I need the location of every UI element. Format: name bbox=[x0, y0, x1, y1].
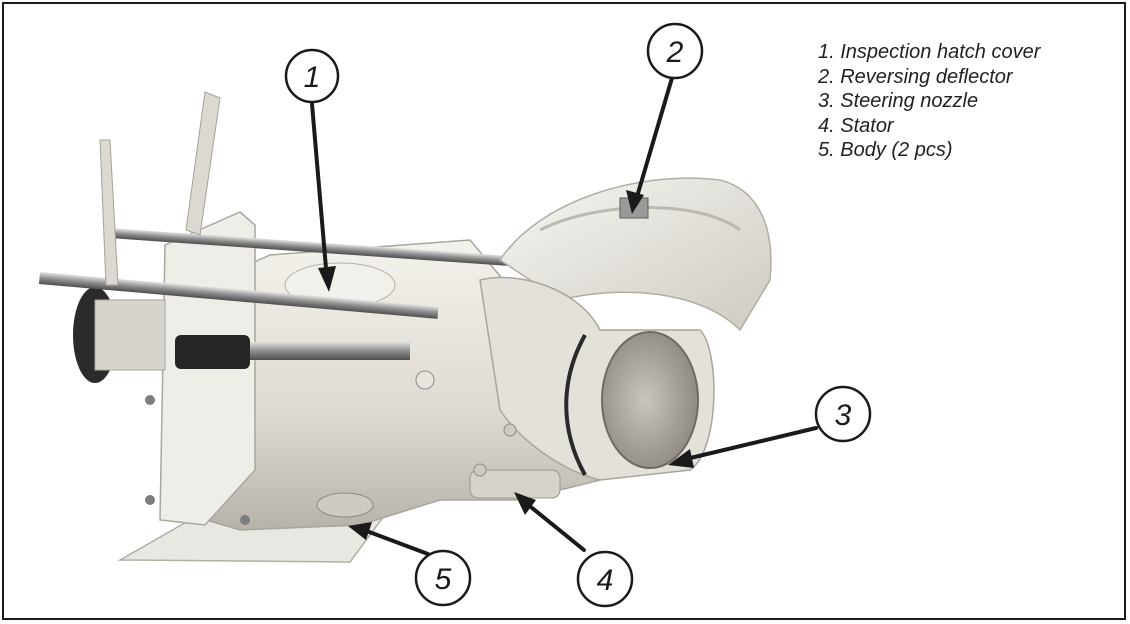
lever-right bbox=[185, 91, 221, 236]
legend-item-inspection-hatch-cover: 1. Inspection hatch cover bbox=[818, 41, 1041, 63]
cylinder-rod bbox=[250, 342, 410, 360]
legend-item-body: 5. Body (2 pcs) bbox=[818, 139, 953, 161]
steering-rod-lower bbox=[38, 272, 439, 319]
hydraulic-cylinder bbox=[175, 335, 250, 369]
callout-3: 3 bbox=[814, 385, 872, 443]
callout-3-number: 3 bbox=[835, 399, 852, 432]
parts-legend: 1. Inspection hatch cover 2. Reversing d… bbox=[818, 40, 1040, 163]
callout-4: 4 bbox=[576, 550, 634, 608]
callout-2-number: 2 bbox=[666, 36, 684, 69]
stator-ring bbox=[469, 469, 561, 499]
legend-item-reversing-deflector: 2. Reversing deflector bbox=[818, 65, 1013, 88]
reversing-deflector bbox=[498, 177, 772, 332]
callout-1-number: 1 bbox=[304, 61, 321, 94]
steering-rod-upper bbox=[109, 228, 510, 266]
callout-4-number: 4 bbox=[597, 564, 614, 597]
lever-left bbox=[99, 139, 119, 286]
nozzle-outlet bbox=[601, 331, 699, 469]
callout-2: 2 bbox=[646, 22, 704, 80]
callout-1-leader bbox=[310, 102, 336, 292]
callout-4-leader bbox=[514, 492, 586, 552]
legend-item-steering-nozzle: 3. Steering nozzle bbox=[818, 90, 979, 112]
callout-3-leader bbox=[668, 426, 818, 468]
coupling-housing bbox=[94, 299, 166, 371]
intake-fitting bbox=[316, 492, 374, 518]
jet-unit-illustration bbox=[38, 91, 772, 563]
callout-1: 1 bbox=[284, 48, 340, 104]
callout-5-number: 5 bbox=[435, 563, 452, 596]
callout-5-leader bbox=[348, 522, 430, 556]
callout-5: 5 bbox=[414, 549, 472, 607]
legend-item-stator: 4. Stator bbox=[818, 114, 894, 137]
callout-2-leader bbox=[626, 76, 674, 214]
